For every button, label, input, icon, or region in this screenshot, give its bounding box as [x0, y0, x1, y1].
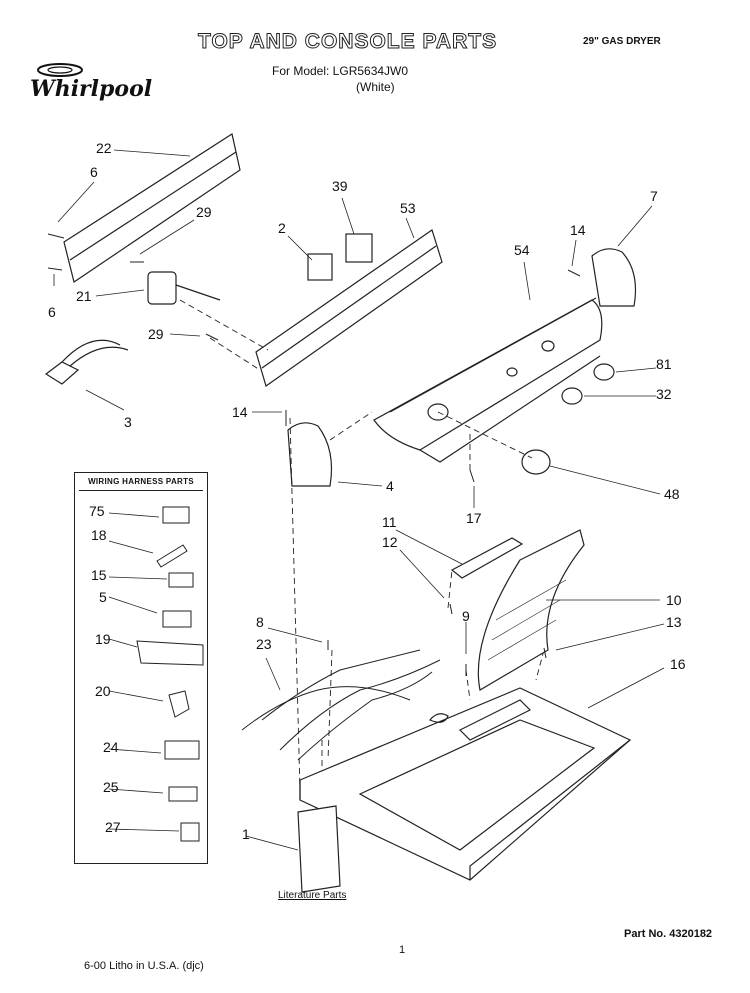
callout-29-upper: 29 [196, 204, 212, 220]
callout-14-upper: 14 [570, 222, 586, 238]
knob-81 [593, 363, 615, 381]
callout-16: 16 [670, 656, 686, 672]
logo-swirl-icon [37, 63, 83, 77]
end-cap-left [287, 422, 333, 487]
callout-11: 11 [382, 514, 397, 530]
callout-3: 3 [124, 414, 132, 430]
whirlpool-logo: Whirlpool [22, 62, 162, 106]
callout-81: 81 [656, 356, 672, 372]
connector-5-icon [162, 610, 192, 628]
callout-23: 23 [256, 636, 272, 652]
connector-24-icon [164, 740, 200, 760]
color-line: (White) [356, 80, 395, 94]
harness-item-15: 15 [91, 567, 107, 583]
callout-10: 10 [666, 592, 682, 608]
harness-item-20: 20 [95, 683, 111, 699]
lint-screen-cover [450, 537, 524, 579]
callout-13: 13 [666, 614, 682, 630]
callout-29-lower: 29 [148, 326, 164, 342]
harness-item-25: 25 [103, 779, 119, 795]
terminal-block [147, 271, 177, 305]
connector-19-icon [136, 640, 204, 666]
terminal-18-icon [156, 544, 188, 568]
knob-48 [521, 449, 551, 475]
harness-item-18: 18 [91, 527, 107, 543]
harness-item-75: 75 [89, 503, 105, 519]
callout-6-lower: 6 [48, 304, 56, 320]
callout-39: 39 [332, 178, 348, 194]
callout-17: 17 [466, 510, 482, 526]
wiring-harness-box: WIRING HARNESS PARTS 75 18 15 5 19 20 24… [74, 472, 208, 864]
harness-parts-drawing [108, 506, 204, 842]
top-rear-panel [63, 133, 241, 283]
callout-9: 9 [462, 608, 470, 624]
callout-2: 2 [278, 220, 286, 236]
callout-8: 8 [256, 614, 264, 630]
end-cap-right [591, 248, 637, 307]
literature-parts-label: Literature Parts [278, 890, 347, 901]
screw-icon [47, 233, 581, 676]
page-title: TOP AND CONSOLE PARTS [197, 30, 498, 54]
callout-7: 7 [650, 188, 658, 204]
console-panel [373, 299, 603, 451]
harness-item-24: 24 [103, 739, 119, 755]
connector-25-icon [168, 786, 198, 802]
knob-32 [561, 387, 583, 405]
terminal-75-icon [162, 506, 190, 524]
callout-53: 53 [400, 200, 416, 216]
callout-48: 48 [664, 486, 680, 502]
clip-20-icon [168, 690, 190, 718]
main-wire-harness [241, 649, 441, 761]
part-number: Part No. 4320182 [624, 928, 713, 940]
harness-box-divider [79, 490, 203, 491]
callout-1: 1 [242, 826, 250, 842]
callout-14-lower: 14 [232, 404, 248, 420]
callout-12: 12 [382, 534, 398, 550]
callout-32: 32 [656, 386, 672, 402]
console-rail [255, 229, 443, 387]
switch-39 [345, 233, 373, 263]
callout-54: 54 [514, 242, 530, 258]
harness-plug [44, 361, 80, 385]
callout-6-upper: 6 [90, 164, 98, 180]
harness-item-27: 27 [105, 819, 121, 835]
harness-item-19: 19 [95, 631, 111, 647]
harness-item-5: 5 [99, 589, 107, 605]
product-label: 29" GAS DRYER [583, 36, 661, 47]
callout-21: 21 [76, 288, 92, 304]
brand-name: Whirlpool [30, 76, 153, 102]
callout-22: 22 [96, 140, 112, 156]
harness-box-title: WIRING HARNESS PARTS [88, 477, 194, 486]
callout-4: 4 [386, 478, 394, 494]
model-line: For Model: LGR5634JW0 [272, 64, 409, 78]
connector-15-icon [168, 572, 194, 588]
page-number: 1 [399, 944, 406, 956]
switch-2 [307, 253, 333, 281]
literature-pack [297, 805, 341, 893]
connector-27-icon [180, 822, 200, 842]
print-line: 6-00 Litho in U.S.A. (djc) [84, 960, 204, 972]
